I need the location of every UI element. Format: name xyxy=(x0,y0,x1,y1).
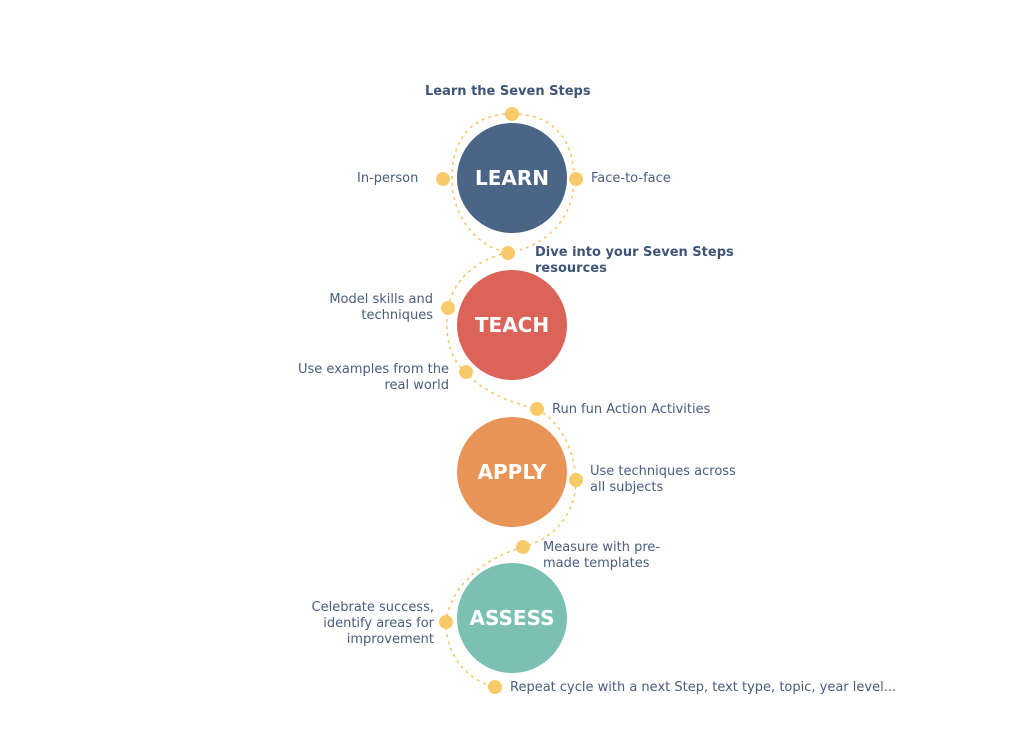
teach-top-label-line-2: resources xyxy=(535,261,607,276)
assess-top-label: Measure with pre- made templates xyxy=(543,540,660,572)
dot-teach-top xyxy=(501,246,515,260)
teach-left-label-1-line-2: techniques xyxy=(361,308,433,323)
learn-dashed-ring-right xyxy=(511,113,575,251)
teach-top-label: Dive into your Seven Steps resources xyxy=(535,245,734,277)
apply-stage: APPLY xyxy=(457,417,567,527)
teach-stage-label: TEACH xyxy=(475,313,549,337)
apply-circle xyxy=(457,417,567,527)
assess-bottom-label: Repeat cycle with a next Step, text type… xyxy=(510,680,897,695)
learn-stage-label: LEARN xyxy=(475,166,549,190)
assess-stage: ASSESS xyxy=(457,563,567,673)
learn-left-label: In-person xyxy=(357,171,419,186)
assess-top-label-line-1: Measure with pre- xyxy=(543,540,661,555)
teach-stage: TEACH xyxy=(457,270,567,380)
dot-assess-top xyxy=(516,540,530,554)
apply-top-label: Run fun Action Activities xyxy=(552,402,711,417)
assess-stage-label: ASSESS xyxy=(470,606,555,630)
teach-left-label-1: Model skills and techniques xyxy=(329,292,433,324)
dot-learn-left xyxy=(436,172,450,186)
dot-assess-bottom xyxy=(488,680,502,694)
teach-left-label-1-line-1: Model skills and xyxy=(329,292,433,307)
learn-stage: LEARN xyxy=(457,123,567,233)
assess-left-label-line-2: identify areas for xyxy=(323,616,434,631)
learn-circle xyxy=(457,123,567,233)
dot-apply-right xyxy=(569,473,583,487)
learn-right-label: Face-to-face xyxy=(591,171,671,186)
teach-top-label-line-1: Dive into your Seven Steps xyxy=(535,245,734,260)
dot-learn-right xyxy=(569,172,583,186)
apply-right-label: Use techniques across all subjects xyxy=(590,464,736,496)
apply-stage-label: APPLY xyxy=(478,460,547,484)
learn-dashed-ring xyxy=(451,113,513,253)
assess-left-label-line-1: Celebrate success, xyxy=(311,600,434,615)
assess-left-label-line-3: improvement xyxy=(346,632,434,647)
teach-circle xyxy=(457,270,567,380)
connector-dots xyxy=(436,107,583,694)
dot-teach-left-1 xyxy=(441,301,455,315)
dot-assess-left xyxy=(439,615,453,629)
apply-right-label-line-2: all subjects xyxy=(590,480,664,495)
dot-apply-top xyxy=(530,402,544,416)
assess-circle xyxy=(457,563,567,673)
learn-top-label: Learn the Seven Steps xyxy=(425,84,591,99)
apply-right-label-line-1: Use techniques across xyxy=(590,464,736,479)
dot-teach-left-2 xyxy=(459,365,473,379)
teach-left-label-2-line-1: Use examples from the xyxy=(298,362,449,377)
dot-learn-top xyxy=(505,107,519,121)
assess-top-label-line-2: made templates xyxy=(543,556,650,571)
teach-left-label-2-line-2: real world xyxy=(384,378,449,393)
teach-left-label-2: Use examples from the real world xyxy=(298,362,449,394)
teach-dashed-curve xyxy=(446,251,538,410)
assess-left-label: Celebrate success, identify areas for im… xyxy=(312,600,434,648)
